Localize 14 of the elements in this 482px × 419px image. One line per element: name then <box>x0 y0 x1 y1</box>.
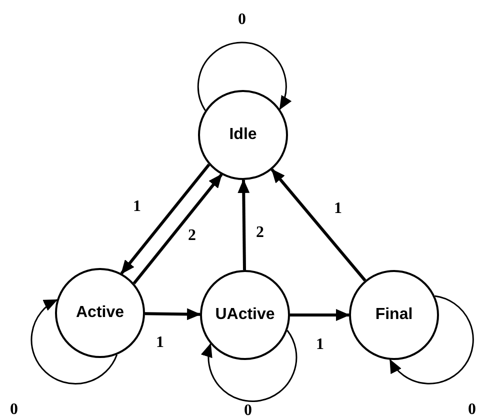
loop-arrow <box>389 295 474 384</box>
arrow <box>132 174 223 284</box>
loop-arrow <box>202 330 298 402</box>
arrow <box>120 164 210 274</box>
arrow <box>290 309 350 321</box>
state-name: Idle <box>229 125 257 145</box>
state-name: Final <box>375 305 413 325</box>
loop-arrow <box>30 299 118 384</box>
arrow <box>270 168 366 282</box>
arrow <box>144 308 201 320</box>
loop-arrow <box>197 42 292 111</box>
arrow <box>238 179 250 270</box>
state-name: UActive <box>215 305 275 325</box>
state-name: Active <box>76 303 124 323</box>
